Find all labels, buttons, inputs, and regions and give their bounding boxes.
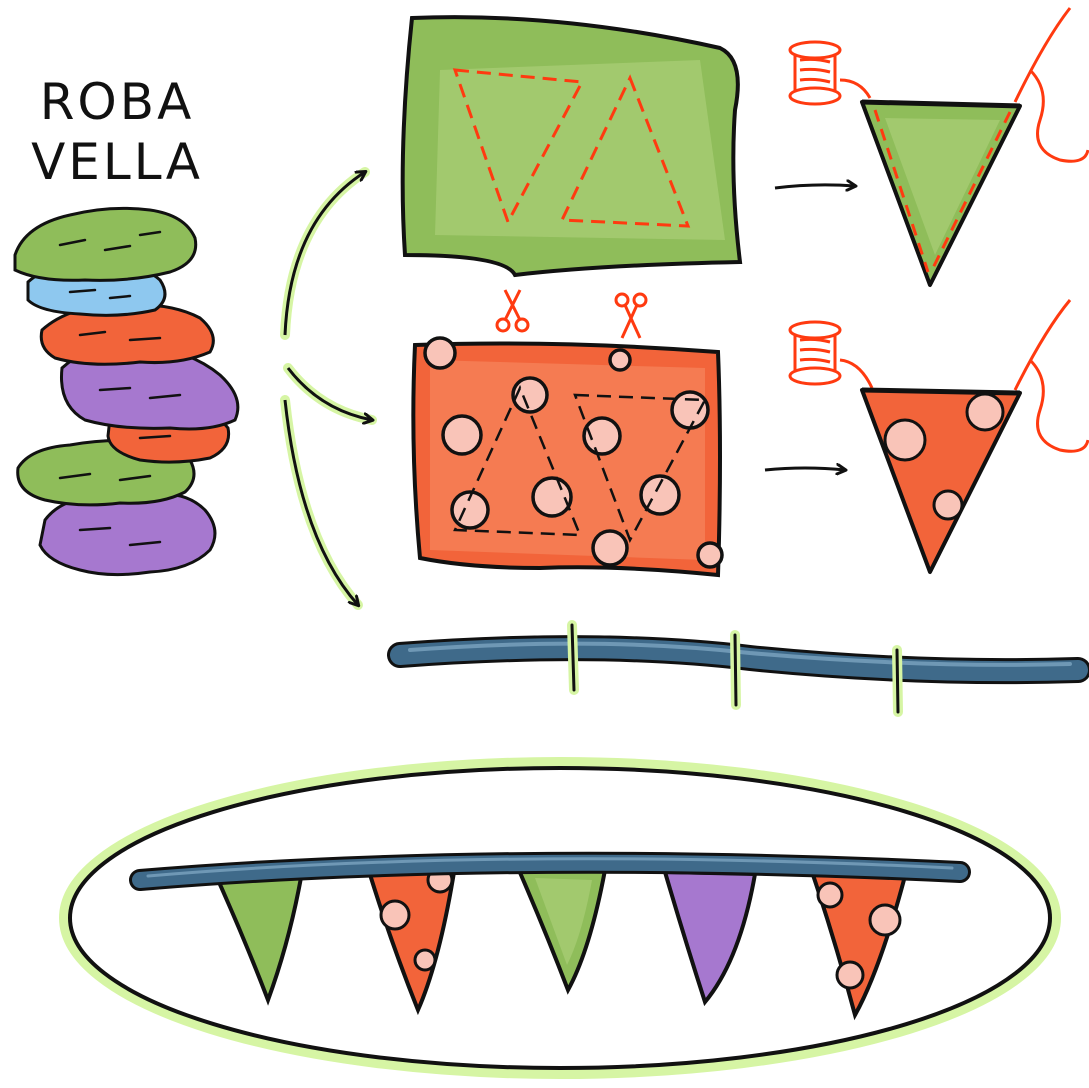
arrow-green-to-pennant: [775, 185, 855, 188]
orange-fabric: [413, 338, 722, 575]
thread-spool-icon: [790, 42, 870, 104]
scissors-icon: [497, 290, 528, 331]
clothes-pile-icon: [15, 208, 238, 574]
arrow-to-green-fabric: [285, 172, 365, 335]
needle-thread-icon: [1015, 8, 1088, 161]
pile-layer-green-top: [15, 208, 196, 280]
scissors-icon-2: [616, 294, 646, 338]
orange-pennant: [862, 390, 1020, 572]
green-fabric: [403, 17, 740, 275]
bunting-flag-purple: [665, 872, 755, 1002]
arrow-orange-to-pennant: [765, 468, 845, 470]
bunting-flag-green-1: [218, 872, 302, 1000]
arrow-to-orange-fabric: [288, 368, 372, 420]
thread-spool-icon-2: [790, 322, 872, 388]
needle-thread-icon-2: [1015, 300, 1088, 451]
rope-icon: [400, 625, 1078, 712]
green-pennant: [862, 102, 1020, 285]
arrow-to-rope: [285, 400, 358, 605]
bunting-icon: [140, 859, 960, 1015]
